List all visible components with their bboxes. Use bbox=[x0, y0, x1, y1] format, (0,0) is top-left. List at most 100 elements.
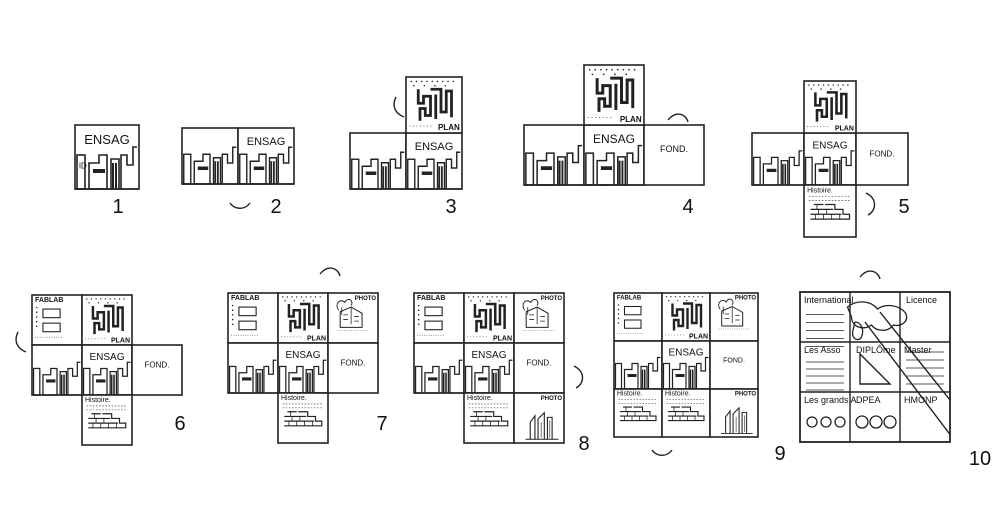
fablab-label: FABLAB bbox=[35, 297, 63, 304]
histoire-label: Histoire. bbox=[665, 391, 691, 398]
rotation-arrow-icon bbox=[668, 114, 688, 122]
histoire-label: Histoire. bbox=[617, 391, 643, 398]
id-label: ID bbox=[79, 162, 87, 171]
face-plan: PLAN bbox=[804, 81, 856, 133]
ensag-label: ENSAG bbox=[84, 132, 130, 147]
face-plan: PLAN bbox=[464, 293, 514, 343]
step-number-2: 2 bbox=[270, 196, 281, 218]
rotation-arrow-icon bbox=[320, 268, 340, 276]
photo-label: PHOTO bbox=[735, 296, 757, 302]
plan-label: PLAN bbox=[620, 115, 642, 124]
hmonp-label: HMONP bbox=[904, 395, 938, 405]
histoire-label: Histoire. bbox=[281, 395, 307, 402]
face-histoire: Histoire. bbox=[662, 389, 710, 437]
ensag-label: ENSAG bbox=[593, 132, 635, 146]
face-fond: FOND. bbox=[856, 133, 908, 185]
fond-label: FOND. bbox=[870, 149, 895, 158]
histoire-label: Histoire. bbox=[467, 395, 493, 402]
face-histoire: Histoire. bbox=[464, 393, 514, 443]
assos-label: Les Asso bbox=[804, 345, 841, 355]
international-label: International bbox=[804, 295, 854, 305]
face-plan: PLAN bbox=[406, 77, 462, 133]
step-number-10: 10 bbox=[969, 448, 991, 470]
photo-label: PHOTO bbox=[735, 392, 757, 398]
face-fablab: FABLAB bbox=[228, 293, 278, 343]
step-number-9: 9 bbox=[774, 443, 785, 465]
step-number-5: 5 bbox=[898, 196, 909, 218]
photo-label: PHOTO bbox=[541, 296, 563, 302]
face-ensag: ENSAG bbox=[662, 341, 710, 389]
plan-label: PLAN bbox=[493, 336, 512, 343]
grands-label: Les grands A bbox=[804, 395, 857, 405]
face-ensag: ENSAG bbox=[804, 133, 856, 185]
face-histoire: Histoire. bbox=[804, 185, 856, 237]
diplome-label: DIPLÔme bbox=[856, 345, 896, 355]
fond-label: FOND. bbox=[341, 359, 366, 368]
face-plan: PLAN bbox=[662, 293, 710, 341]
step-number-3: 3 bbox=[445, 196, 456, 218]
face-plan: PLAN bbox=[82, 295, 132, 345]
rotation-arrow-icon bbox=[16, 332, 26, 352]
fond-label: FOND. bbox=[723, 358, 745, 365]
ensag-label: ENSAG bbox=[89, 352, 124, 363]
face-histoire: Histoire. bbox=[82, 395, 132, 445]
face-fond: FOND. bbox=[132, 345, 182, 395]
fond-label: FOND. bbox=[145, 361, 170, 370]
face-facade bbox=[182, 128, 238, 184]
face-facade bbox=[414, 343, 464, 393]
step-number-8: 8 bbox=[578, 433, 589, 455]
rotation-arrow-icon bbox=[230, 203, 250, 208]
face-fond: FOND. bbox=[328, 343, 378, 393]
face-facade bbox=[614, 341, 662, 389]
fablab-label: FABLAB bbox=[231, 295, 259, 302]
face-facade bbox=[228, 343, 278, 393]
face-fablab: FABLAB bbox=[414, 293, 464, 343]
master-label: Master bbox=[904, 345, 932, 355]
face-histoire: Histoire. bbox=[614, 389, 662, 437]
face-ensag: ENSAG bbox=[238, 128, 294, 184]
face-facade bbox=[350, 133, 406, 189]
ensag-label: ENSAG bbox=[471, 350, 506, 361]
face-fond: FOND. bbox=[644, 125, 704, 185]
ensag-label: ENSAG bbox=[668, 347, 703, 358]
face-fond: FOND. bbox=[710, 341, 758, 389]
face-photo2: PHOTO bbox=[710, 389, 758, 437]
fond-label: FOND. bbox=[660, 144, 688, 154]
plan-label: PLAN bbox=[307, 336, 326, 343]
step-number-6: 6 bbox=[174, 413, 185, 435]
face-ensag: ENSAG bbox=[464, 343, 514, 393]
face-ensag: ENSAG bbox=[278, 343, 328, 393]
face-ensag-id: ENSAG ID bbox=[75, 125, 139, 189]
face-fablab: FABLAB bbox=[614, 293, 662, 341]
step-number-1: 1 bbox=[112, 196, 123, 218]
face-photo2: PHOTO bbox=[514, 393, 564, 443]
ensag-label: ENSAG bbox=[415, 141, 454, 153]
rotation-arrow-icon bbox=[652, 450, 672, 455]
rotation-arrow-icon bbox=[860, 271, 880, 279]
plan-label: PLAN bbox=[111, 338, 130, 345]
rotation-arrow-icon bbox=[574, 366, 583, 388]
plan-label: PLAN bbox=[689, 334, 708, 341]
photo-label: PHOTO bbox=[541, 396, 563, 402]
face-plan: PLAN bbox=[278, 293, 328, 343]
plan-label: PLAN bbox=[835, 125, 854, 132]
step-number-7: 7 bbox=[376, 413, 387, 435]
face-fond: FOND. bbox=[514, 343, 564, 393]
plan-label: PLAN bbox=[438, 123, 460, 132]
step-number-4: 4 bbox=[682, 196, 693, 218]
face-facade bbox=[524, 125, 584, 185]
photo-label: PHOTO bbox=[355, 296, 377, 302]
ensag-label: ENSAG bbox=[285, 350, 320, 361]
face-fablab: FABLAB bbox=[32, 295, 82, 345]
rotation-arrow-icon bbox=[866, 193, 875, 215]
licence-label: Licence bbox=[906, 295, 937, 305]
face-facade bbox=[32, 345, 82, 395]
face-photo: PHOTO bbox=[710, 293, 758, 341]
fablab-label: FABLAB bbox=[617, 296, 642, 302]
face-photo: PHOTO bbox=[328, 293, 378, 343]
face-plan: PLAN bbox=[584, 65, 644, 125]
